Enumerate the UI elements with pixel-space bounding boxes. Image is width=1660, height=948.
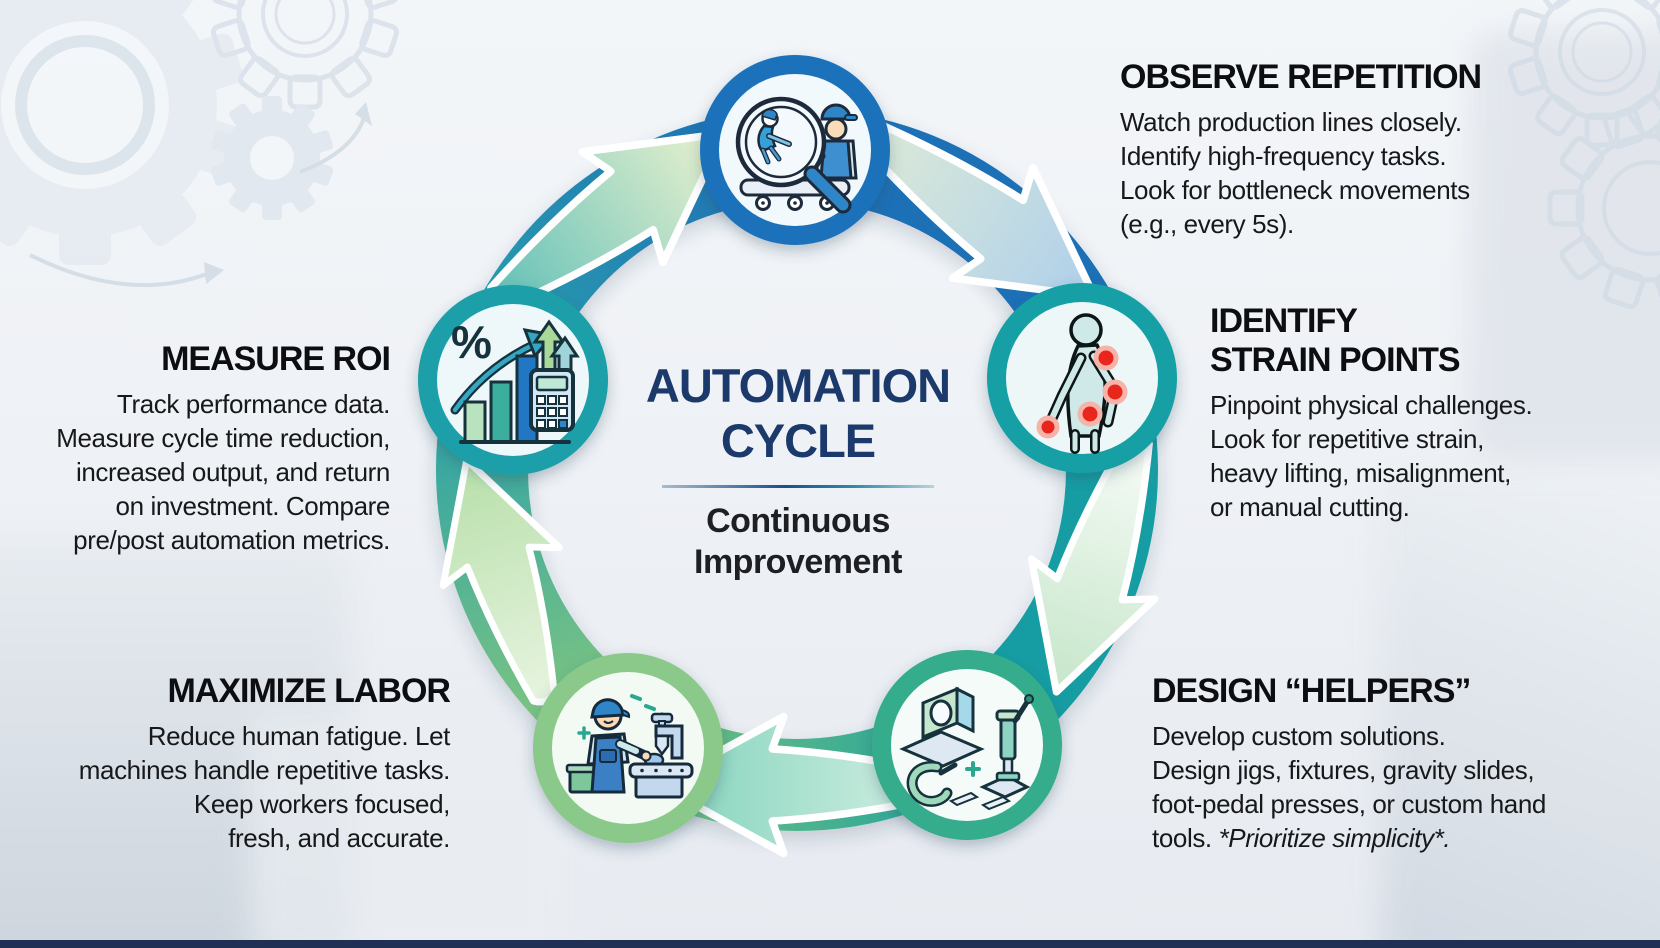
node-maximize-labor: [533, 653, 723, 843]
step-body: Pinpoint physical challenges. Look for r…: [1210, 389, 1533, 522]
title-divider: [662, 484, 934, 488]
step-body-tail: tools.: [1152, 822, 1219, 853]
step-heading: OBSERVE REPETITION: [1120, 58, 1482, 96]
step-text-identify-strain-points: IDENTIFY STRAIN POINTS Pinpoint physical…: [1210, 302, 1660, 524]
step-body: Develop custom solutions. Design jigs, f…: [1152, 720, 1546, 819]
background-blur-right-counter: [1380, 470, 1660, 948]
gear-outline-right-icon: [1547, 107, 1660, 309]
node-observe-repetition: [700, 55, 890, 245]
jigs-fixtures-icon: [899, 686, 1034, 811]
step-text-maximize-labor: MAXIMIZE LABOR Reduce human fatigue. Let…: [0, 672, 451, 855]
percent-glyph: %: [451, 316, 492, 368]
worker-machine-icon: [565, 694, 694, 799]
gear-outline-topright-icon: [1507, 0, 1660, 148]
step-body: Reduce human fatigue. Let machines handl…: [78, 720, 451, 853]
flow-arrows: [439, 118, 1159, 858]
step-body: Track performance data. Measure cycle ti…: [56, 388, 390, 555]
step-note-italic: *Prioritize simplicity*.: [1218, 822, 1451, 853]
gear-outline-icon: [210, 0, 400, 110]
bottom-accent-bar: [0, 940, 1660, 948]
step-heading: DESIGN “HELPERS”: [1152, 672, 1471, 710]
step-body-last-line: tools. *Prioritize simplicity*.: [1152, 821, 1660, 855]
node-design-helpers: [872, 650, 1062, 840]
background-blur-floor: [250, 710, 570, 948]
node-identify-strain-points: [987, 283, 1177, 473]
step-text-design-helpers: DESIGN “HELPERS” Develop custom solution…: [1152, 672, 1660, 855]
roi-chart-calculator-icon: %: [450, 316, 580, 444]
diagram-subtitle: Continuous Improvement: [694, 501, 903, 582]
magnifier-inspection-icon: [735, 96, 858, 214]
step-body: Watch production lines closely. Identify…: [1120, 106, 1470, 239]
gear-small-icon: [210, 96, 334, 220]
step-text-measure-roi: MEASURE ROI Track performance data. Meas…: [0, 340, 391, 557]
gear-arrow: [29, 102, 372, 288]
step-heading: IDENTIFY STRAIN POINTS: [1210, 302, 1461, 379]
node-measure-roi: %: [418, 285, 608, 475]
strain-point-markers: [1036, 345, 1128, 439]
diagram-title: AUTOMATION CYCLE: [645, 359, 951, 468]
body-strain-points-icon: [1036, 313, 1128, 454]
step-text-observe-repetition: OBSERVE REPETITION Watch production line…: [1120, 58, 1620, 241]
gear-large-icon: [0, 0, 243, 265]
center-title-block: AUTOMATION CYCLE Continuous Improvement: [570, 358, 1026, 584]
step-heading: MEASURE ROI: [161, 340, 391, 378]
step-heading: MAXIMIZE LABOR: [167, 672, 451, 710]
background-gears: [0, 0, 1660, 309]
